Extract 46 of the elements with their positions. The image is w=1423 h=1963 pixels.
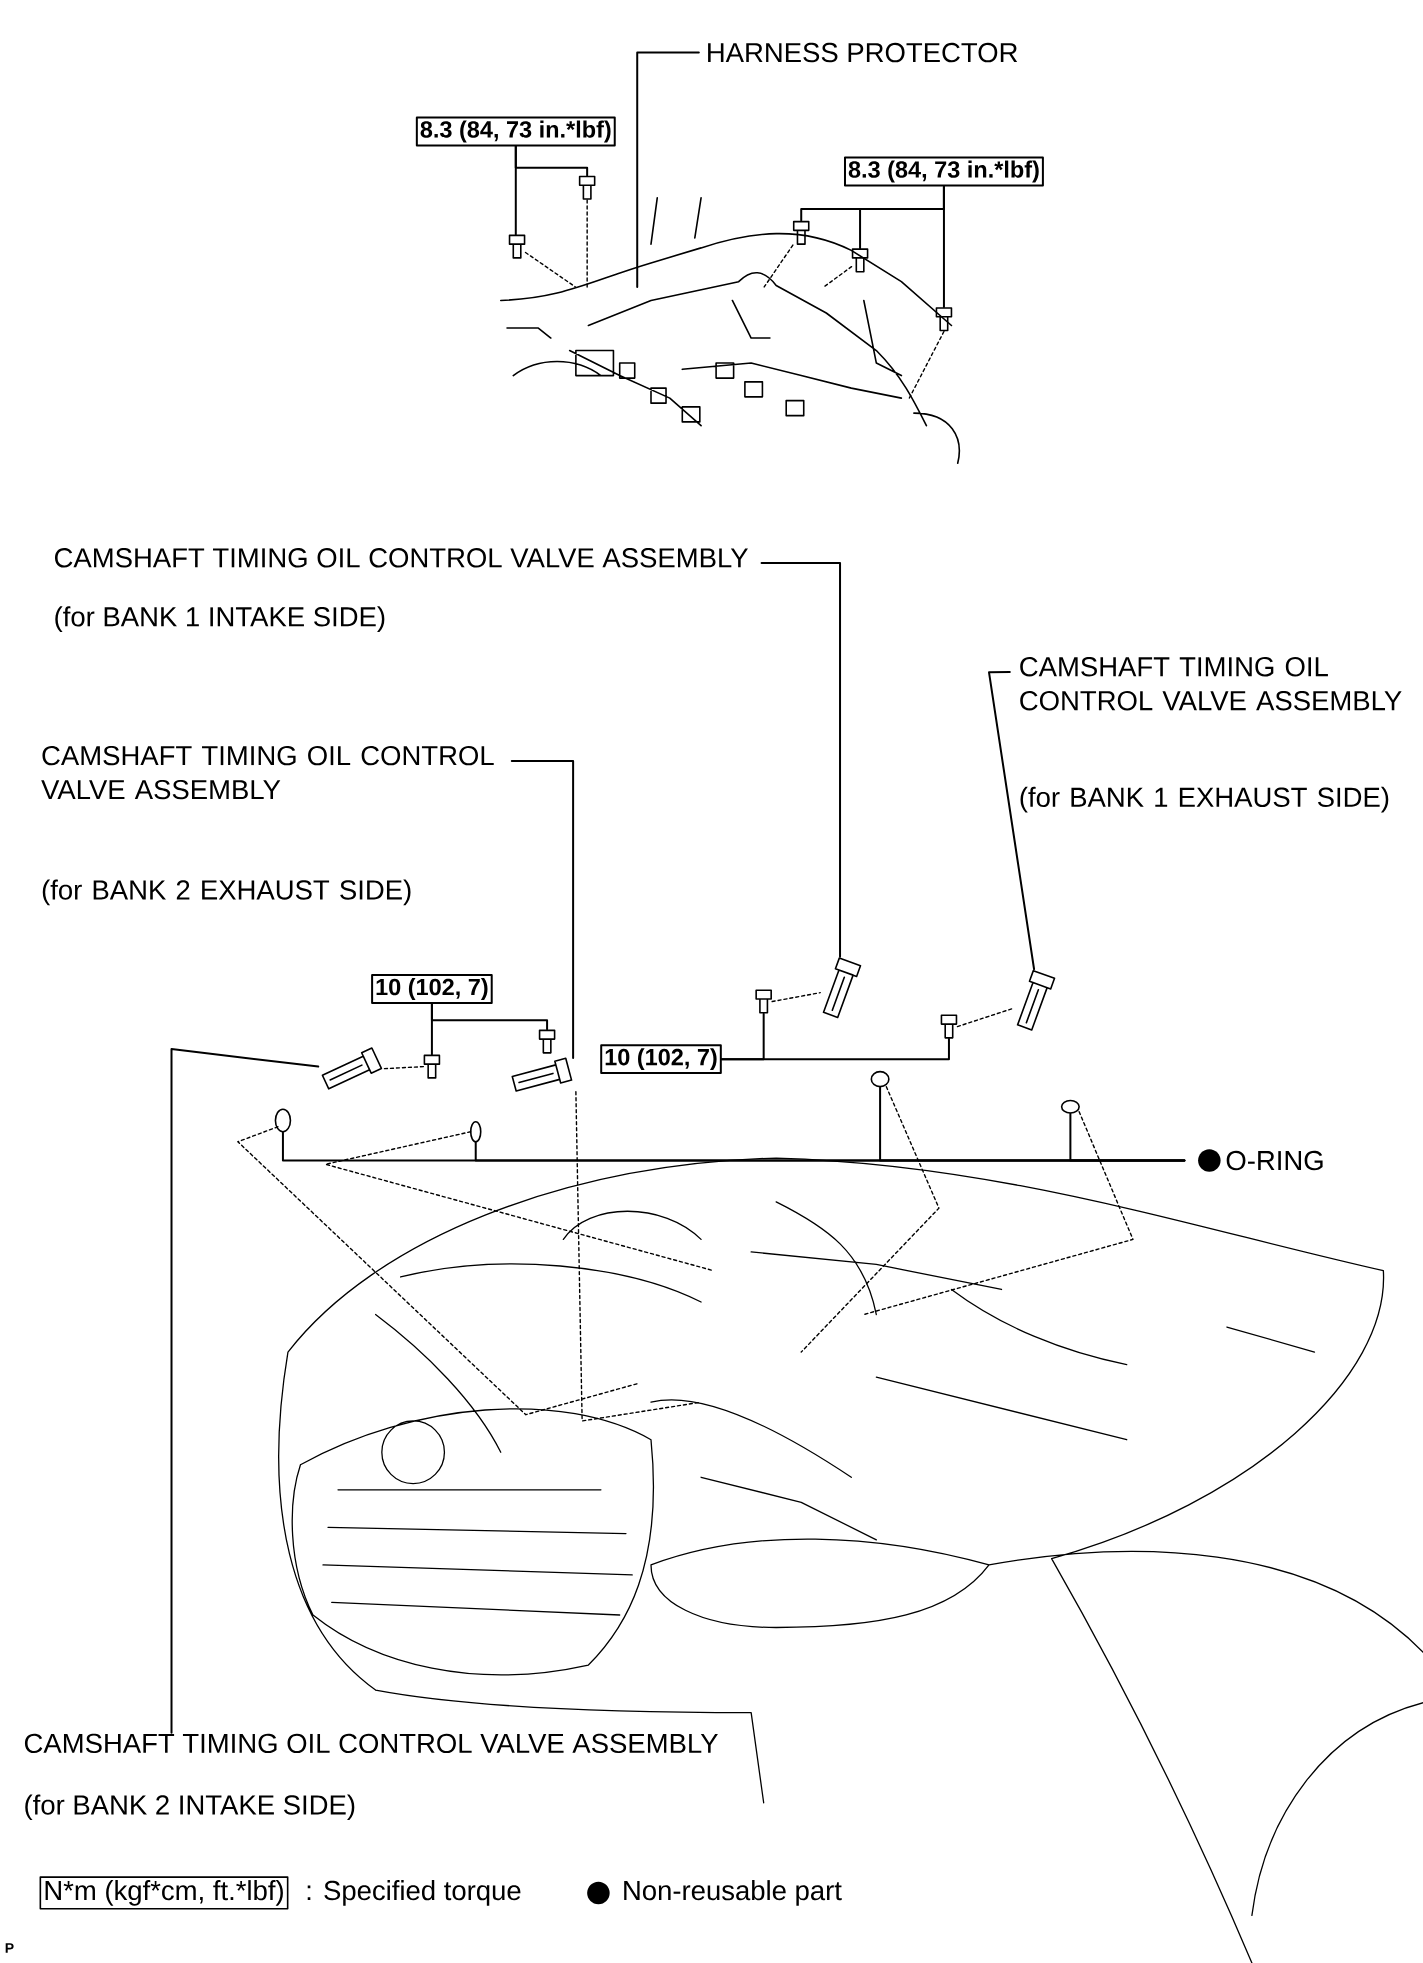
torque-unit-box: N*m (kgf*cm, ft.*lbf) <box>39 1876 289 1910</box>
valve-drawing <box>511 1057 573 1092</box>
installation-line <box>956 1007 1015 1028</box>
harness-drawing <box>499 197 960 465</box>
installation-line <box>822 265 853 288</box>
leader-line <box>760 562 841 958</box>
leader-line <box>720 1012 765 1061</box>
legend-text: : Specified torque <box>307 1880 521 1906</box>
part-label: HARNESS PROTECTOR <box>707 42 1017 63</box>
installation-line <box>907 330 945 402</box>
leader-line <box>514 145 588 177</box>
bolt <box>578 175 596 200</box>
valve-drawing <box>321 1047 382 1090</box>
torque-box: 8.3 (84, 73 in.*lbf) <box>415 116 616 147</box>
o-ring <box>1060 1099 1080 1114</box>
installation-line <box>586 199 588 288</box>
part-label: CAMSHAFT TIMING OIL CONTROL VALVE ASSEMBLY (for BANK 1 EXHAUST SIDE) <box>1020 657 1402 813</box>
bolt <box>755 989 772 1014</box>
leader-line <box>636 51 700 288</box>
part-label: CAMSHAFT TIMING OIL CONTROL VALVE ASSEMBLY (for BANK 2 INTAKE SIDE) <box>24 1733 718 1821</box>
leader-line <box>942 185 945 308</box>
bolt <box>538 1029 556 1054</box>
o-ring <box>870 1070 890 1088</box>
torque-box: 8.3 (84, 73 in.*lbf) <box>843 156 1044 187</box>
leader-line <box>1069 1112 1186 1162</box>
page-code: P <box>5 1943 14 1953</box>
installation-line <box>771 991 821 1003</box>
leader-line <box>430 1002 548 1031</box>
torque-box: 10 (102, 7) <box>370 974 493 1004</box>
torque-box: 10 (102, 7) <box>600 1044 722 1075</box>
o-ring <box>469 1120 482 1143</box>
part-label: CAMSHAFT TIMING OIL CONTROL VALVE ASSEMBLY (for BANK 2 EXHAUST SIDE) <box>41 745 494 906</box>
leader-line <box>510 759 574 1060</box>
installation-line <box>763 244 794 288</box>
installation-line <box>524 251 576 288</box>
valve-drawing <box>1016 969 1056 1031</box>
leader-line <box>170 1048 320 1734</box>
part-label: O-RING <box>1226 1150 1323 1171</box>
legend-text: Non-reusable part <box>624 1880 842 1906</box>
valve-drawing <box>822 957 862 1019</box>
o-ring <box>274 1108 292 1133</box>
part-label: CAMSHAFT TIMING OIL CONTROL VALVE ASSEMBLY (for BANK 1 INTAKE SIDE) <box>54 548 748 632</box>
bolt <box>423 1054 441 1079</box>
installation-line <box>381 1065 424 1070</box>
bolt <box>940 1014 958 1039</box>
leader-line <box>987 671 1035 971</box>
